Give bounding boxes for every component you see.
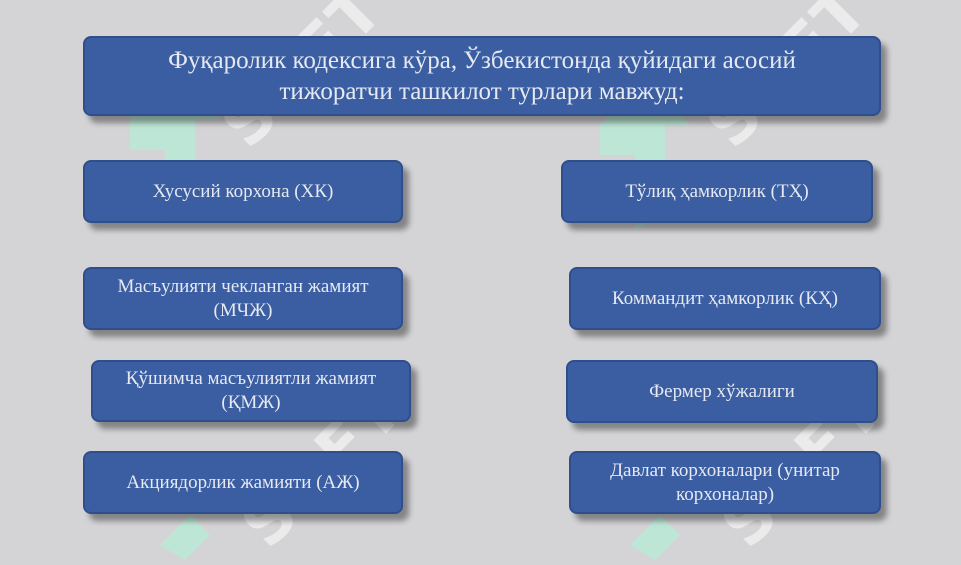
right-item-kh: Коммандит ҳамкорлик (КҲ) <box>569 267 881 330</box>
left-item-azh: Акциядорлик жамияти (АЖ) <box>83 451 403 514</box>
right-item-th: Тўлиқ ҳамкорлик (ТҲ) <box>561 160 873 223</box>
left-item-qmzh: Қўшимча масъулиятли жамият (ҚМЖ) <box>91 360 411 422</box>
watermark-logo-icon <box>600 80 690 230</box>
right-item-davlat: Давлат корхоналари (унитар корхоналар) <box>569 451 881 514</box>
right-item-fermer: Фермер хўжалиги <box>566 360 878 423</box>
page-title: Фуқаролик кодексига кўра, Ўзбекистонда қ… <box>83 36 881 116</box>
left-item-xk: Хусусий корхона (ХК) <box>83 160 403 223</box>
left-item-mchzh: Масъулияти чекланган жамият (МЧЖ) <box>83 267 403 330</box>
